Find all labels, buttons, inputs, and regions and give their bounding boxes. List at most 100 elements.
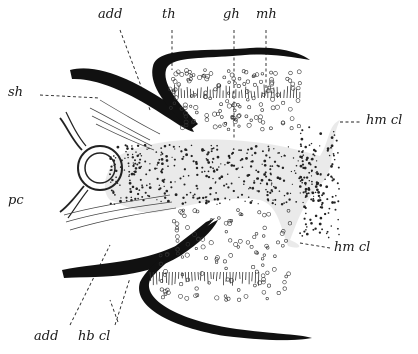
stipple-dot (283, 180, 285, 182)
stipple-dot (228, 155, 231, 158)
stipple-dot (127, 157, 128, 158)
stipple-dot (308, 192, 310, 194)
stipple-dot (298, 160, 299, 161)
stipple-dot (327, 231, 329, 233)
stipple-dot (160, 288, 163, 291)
stipple-dot (229, 253, 233, 257)
stipple-dot (175, 193, 178, 196)
stipple-dot (247, 123, 251, 127)
stipple-dot (305, 207, 307, 209)
label-hm-cl-bottom: hm cl (334, 241, 370, 254)
label-hb-cl: hb cl (78, 330, 110, 343)
stipple-dot (138, 162, 140, 164)
stipple-dot (248, 188, 249, 189)
stipple-dot (231, 183, 233, 185)
stipple-dot (170, 186, 172, 188)
stipple-dot (254, 116, 258, 120)
stipple-dot (274, 199, 276, 201)
stipple-dot (262, 213, 266, 217)
stipple-dot (229, 199, 230, 200)
strand (92, 116, 152, 146)
stipple-dot (213, 171, 215, 173)
stipple-dot (182, 202, 185, 205)
stipple-dot (251, 187, 254, 190)
stipple-dot (311, 192, 313, 194)
stipple-dot (287, 272, 291, 276)
stipple-dot (186, 194, 188, 196)
stipple-dot (305, 229, 307, 231)
stipple-dot (208, 171, 210, 173)
stipple-dot (205, 175, 208, 178)
stipple-dot (114, 194, 116, 196)
stipple-dot (261, 127, 264, 130)
stipple-dot (186, 226, 190, 230)
stipple-dot (288, 198, 290, 200)
stipple-dot (331, 163, 333, 165)
stipple-dot (338, 234, 340, 236)
stipple-dot (272, 200, 273, 201)
stipple-dot (266, 183, 268, 185)
stipple-dot (207, 161, 210, 164)
stipple-dot (238, 177, 239, 178)
stipple-dot (225, 267, 228, 270)
label-add-top: add (98, 8, 122, 21)
stipple-dot (261, 179, 264, 182)
stipple-dot (149, 163, 150, 164)
stipple-dot (262, 164, 263, 165)
stipple-dot (235, 168, 237, 170)
stipple-dot (248, 196, 250, 198)
stipple-dot (185, 253, 189, 257)
stipple-dot (272, 191, 273, 192)
stipple-dot (227, 186, 229, 188)
stipple-dot (311, 158, 313, 160)
stipple-dot (311, 175, 312, 176)
stipple-dot (337, 182, 339, 184)
stipple-dot (129, 174, 130, 175)
stipple-dot (310, 222, 313, 225)
stipple-dot (276, 93, 280, 97)
stipple-dot (286, 77, 289, 80)
serration-line (187, 87, 188, 98)
stipple-dot (160, 147, 162, 149)
stipple-dot (283, 280, 287, 284)
stipple-dot (297, 86, 300, 89)
stipple-dot (270, 165, 272, 167)
stipple-dot (261, 274, 265, 278)
stipple-dot (246, 98, 249, 101)
stipple-dot (290, 193, 291, 194)
stipple-dot (337, 152, 339, 154)
stipple-dot (284, 155, 285, 156)
stipple-dot (239, 105, 242, 108)
stipple-dot (204, 150, 205, 151)
stipple-dot (319, 197, 320, 198)
stipple-dot (306, 176, 308, 178)
serration-line (271, 91, 272, 99)
stipple-dot (271, 106, 275, 110)
serration-line (175, 272, 176, 284)
stipple-dot (216, 204, 217, 205)
stipple-dot (237, 289, 240, 292)
serration-line (242, 272, 243, 284)
stipple-dot (145, 173, 147, 175)
stipple-dot (251, 265, 255, 269)
stipple-dot (197, 75, 201, 79)
stipple-dot (250, 245, 253, 248)
stipple-dot (194, 193, 196, 195)
stipple-dot (223, 185, 225, 187)
stipple-dot (313, 198, 315, 200)
stipple-dot (243, 184, 245, 186)
stipple-dot (261, 72, 264, 75)
stipple-dot (292, 184, 293, 185)
stipple-dot (183, 214, 187, 218)
stipple-dot (302, 164, 304, 166)
stipple-dot (137, 193, 139, 195)
stipple-dot (240, 149, 242, 151)
stipple-dot (264, 164, 267, 167)
stipple-dot (314, 166, 316, 168)
stipple-dot (251, 154, 253, 156)
stipple-dot (128, 162, 130, 164)
stipple-dot (315, 192, 317, 194)
stipple-dot (306, 193, 308, 195)
stipple-dot (328, 237, 330, 239)
stipple-dot (237, 84, 240, 87)
